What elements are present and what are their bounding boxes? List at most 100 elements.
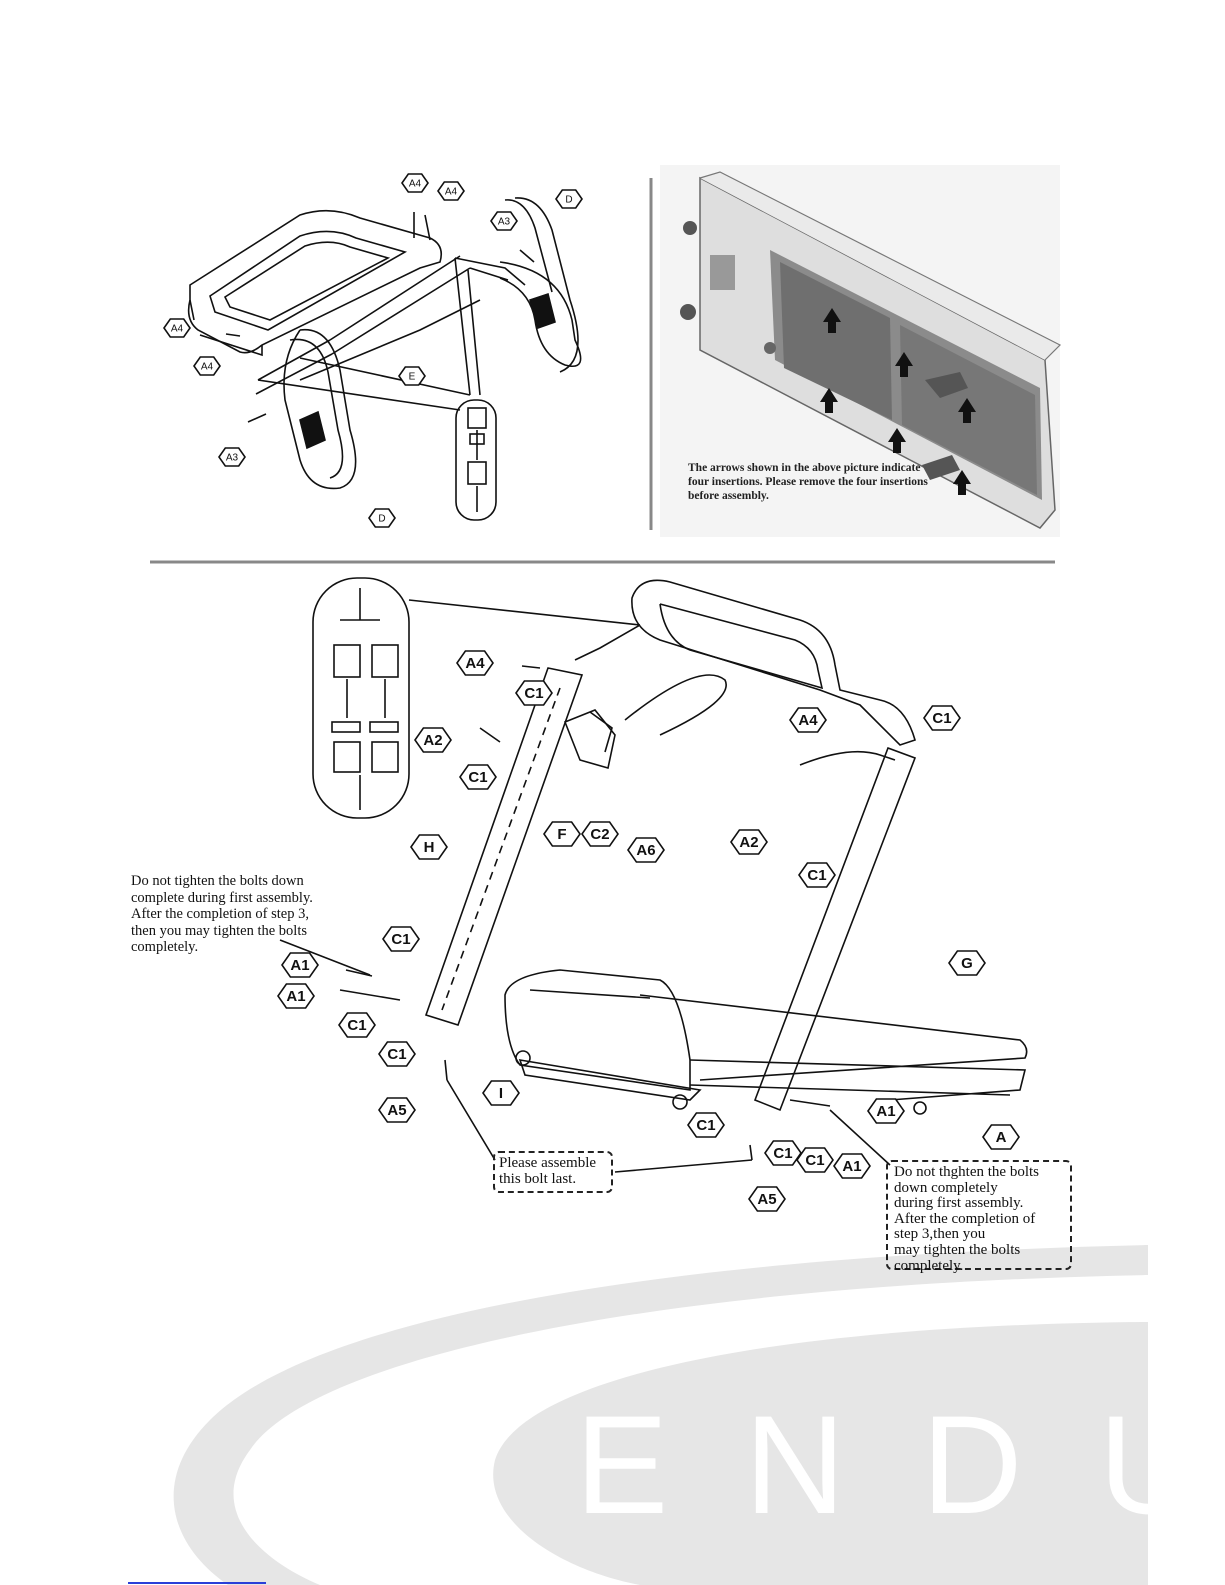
callout-hexagon bbox=[414, 727, 452, 753]
part-callout-g: G bbox=[948, 950, 986, 976]
callout-hexagon bbox=[281, 952, 319, 978]
note-line: this bolt last. bbox=[499, 1171, 577, 1187]
part-callout-e: E bbox=[398, 366, 426, 386]
callout-label: C1 bbox=[468, 769, 487, 786]
callout-hexagon bbox=[833, 1153, 871, 1179]
callout-label: A2 bbox=[423, 732, 442, 749]
caption-line: before assembly. bbox=[688, 490, 769, 502]
part-callout-a4: A4 bbox=[401, 173, 429, 193]
callout-hexagon bbox=[163, 318, 191, 338]
part-callout-a: A bbox=[982, 1124, 1020, 1150]
callout-hexagon bbox=[456, 650, 494, 676]
part-callout-f: F bbox=[543, 821, 581, 847]
callout-label: A3 bbox=[226, 453, 239, 464]
part-callout-a2: A2 bbox=[730, 829, 768, 855]
callout-hexagon bbox=[382, 926, 420, 952]
part-callout-a3: A3 bbox=[490, 211, 518, 231]
callout-hexagon bbox=[398, 366, 426, 386]
part-callout-c2: C2 bbox=[581, 821, 619, 847]
callout-label: C2 bbox=[590, 826, 609, 843]
part-callout-i: I bbox=[482, 1080, 520, 1106]
callout-label: C1 bbox=[773, 1145, 792, 1162]
part-callout-a4: A4 bbox=[193, 356, 221, 376]
callout-label: A4 bbox=[445, 187, 458, 198]
photo-caption: The arrows shown in the above picture in… bbox=[688, 461, 928, 503]
callout-label: F bbox=[557, 826, 566, 843]
callout-label: A4 bbox=[465, 655, 485, 672]
callout-hexagon bbox=[482, 1080, 520, 1106]
callout-label: A bbox=[996, 1129, 1007, 1146]
part-callout-c1: C1 bbox=[798, 862, 836, 888]
note-line: completely. bbox=[131, 939, 199, 955]
part-callout-h: H bbox=[410, 834, 448, 860]
part-callout-a2: A2 bbox=[414, 727, 452, 753]
part-callout-c1: C1 bbox=[459, 764, 497, 790]
part-callout-a4: A4 bbox=[163, 318, 191, 338]
note-line: Do not tighten the bolts down bbox=[131, 873, 304, 889]
callout-label: A4 bbox=[798, 712, 818, 729]
callout-hexagon bbox=[277, 983, 315, 1009]
callout-label: A1 bbox=[290, 957, 309, 974]
callout-label: A5 bbox=[387, 1102, 406, 1119]
note-assemble-last: Please assemble this bolt last. bbox=[493, 1151, 613, 1193]
callout-hexagon bbox=[193, 356, 221, 376]
part-callout-c1: C1 bbox=[338, 1012, 376, 1038]
callout-hexagon bbox=[368, 508, 396, 528]
callout-hexagon bbox=[748, 1186, 786, 1212]
part-callout-a4: A4 bbox=[789, 707, 827, 733]
callout-label: H bbox=[424, 839, 435, 856]
callout-label: G bbox=[961, 955, 973, 972]
callout-hexagon bbox=[401, 173, 429, 193]
callout-label: A1 bbox=[286, 988, 305, 1005]
console-assembly-diagram bbox=[187, 197, 582, 521]
note-line: Please assemble bbox=[499, 1155, 597, 1171]
note-right-tightening: Do not thghten the bolts down completely… bbox=[886, 1160, 1072, 1273]
note-line: completely. bbox=[894, 1257, 964, 1274]
callout-label: C1 bbox=[387, 1046, 406, 1063]
callout-hexagon bbox=[798, 862, 836, 888]
callout-hexagon bbox=[730, 829, 768, 855]
note-line: down completely bbox=[894, 1179, 998, 1196]
callout-hexagon bbox=[867, 1098, 905, 1124]
footer-link-underline[interactable] bbox=[128, 1582, 266, 1584]
callout-hexagon bbox=[459, 764, 497, 790]
caption-line: four insertions. Please remove the four … bbox=[688, 476, 928, 488]
part-callout-a1: A1 bbox=[281, 952, 319, 978]
callout-label: A5 bbox=[757, 1191, 776, 1208]
part-callout-c1: C1 bbox=[923, 705, 961, 731]
callout-label: D bbox=[378, 514, 385, 525]
part-callout-c1: C1 bbox=[382, 926, 420, 952]
part-callout-a3: A3 bbox=[218, 447, 246, 467]
callout-label: C1 bbox=[347, 1017, 366, 1034]
brand-wordmark: ENDU bbox=[575, 1386, 1225, 1543]
callout-label: C1 bbox=[391, 931, 410, 948]
callout-hexagon bbox=[982, 1124, 1020, 1150]
callout-hexagon bbox=[581, 821, 619, 847]
callout-hexagon bbox=[555, 189, 583, 209]
callout-hexagon bbox=[490, 211, 518, 231]
callout-hexagon bbox=[437, 181, 465, 201]
callout-label: E bbox=[409, 372, 416, 383]
callout-hexagon bbox=[515, 680, 553, 706]
note-left-tightening: Do not tighten the bolts down complete d… bbox=[131, 873, 313, 956]
callout-hexagon bbox=[218, 447, 246, 467]
note-line: After the completion of step 3, bbox=[131, 906, 309, 922]
callout-hexagon bbox=[948, 950, 986, 976]
callout-label: A4 bbox=[171, 324, 184, 335]
part-callout-a1: A1 bbox=[833, 1153, 871, 1179]
part-callout-c1: C1 bbox=[796, 1147, 834, 1173]
part-callout-a6: A6 bbox=[627, 837, 665, 863]
part-callout-c1: C1 bbox=[764, 1140, 802, 1166]
deck-insertions-photo bbox=[660, 165, 1062, 537]
callout-hexagon bbox=[627, 837, 665, 863]
callout-hexagon bbox=[378, 1041, 416, 1067]
callout-label: A1 bbox=[876, 1103, 895, 1120]
callout-label: I bbox=[499, 1085, 503, 1102]
callout-label: A2 bbox=[739, 834, 758, 851]
note-line: then you may tighten the bolts bbox=[131, 922, 307, 939]
callout-label: C1 bbox=[524, 685, 543, 702]
part-callout-d: D bbox=[368, 508, 396, 528]
callout-label: C1 bbox=[805, 1152, 824, 1169]
